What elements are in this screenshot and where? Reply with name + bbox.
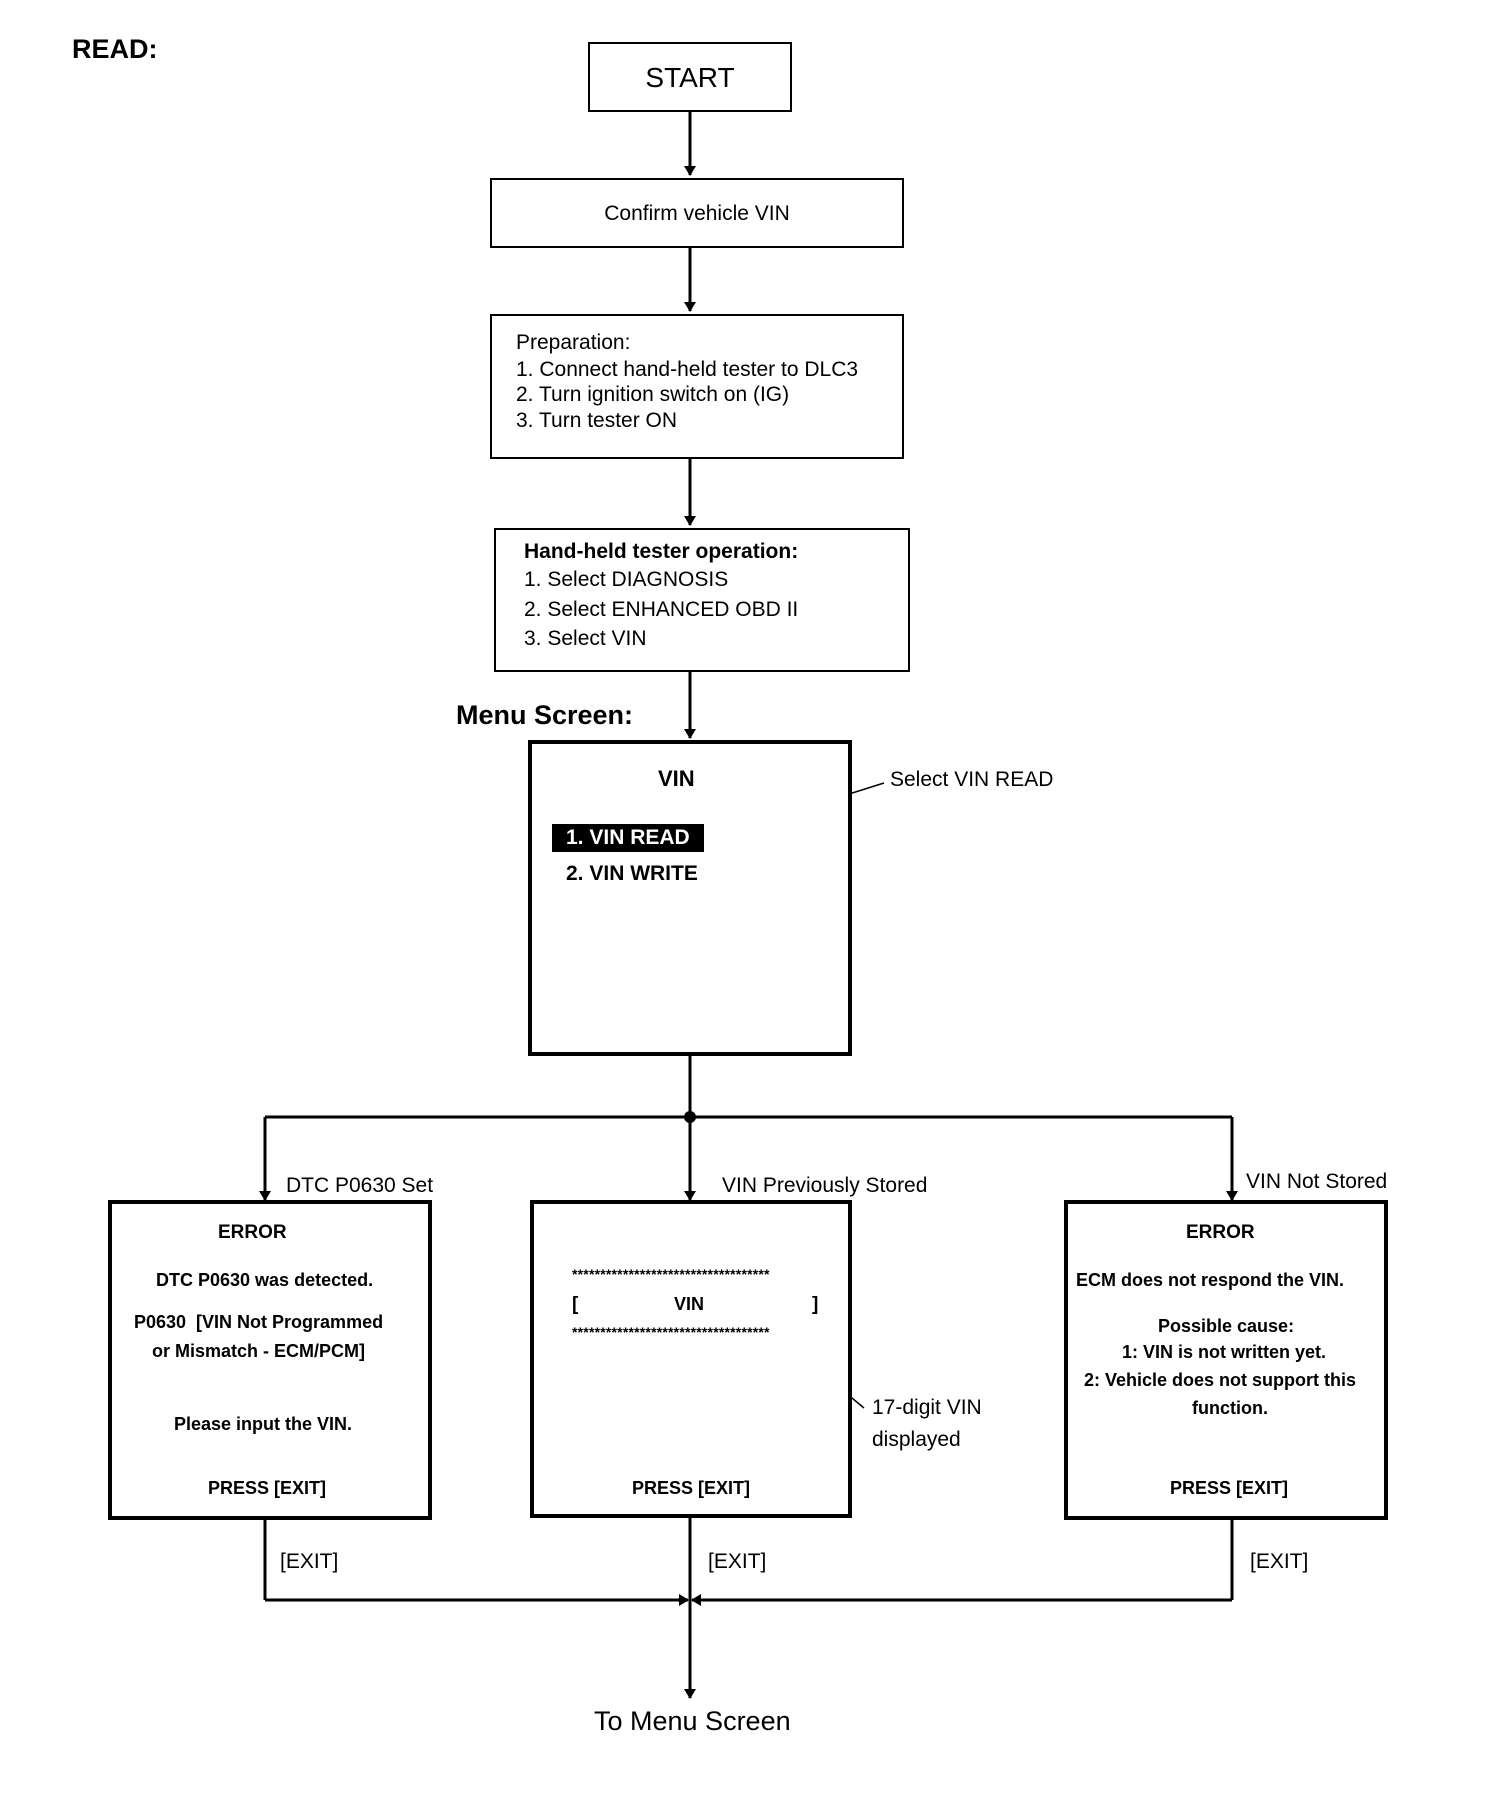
junction-dot — [684, 1111, 696, 1123]
dtc-description-line1: P0630 [VIN Not Programmed — [134, 1312, 384, 1332]
menu-item-vin-write[interactable]: 2. VIN WRITE — [566, 862, 698, 885]
press-exit-text: PRESS [EXIT] — [208, 1478, 327, 1498]
exit-label-right: [EXIT] — [1250, 1550, 1309, 1573]
menu-screen-label: Menu Screen: — [456, 700, 634, 730]
vin-callout-line1: 17-digit VIN — [872, 1396, 982, 1419]
page-heading: READ: — [72, 34, 158, 64]
error-title: ERROR — [218, 1222, 287, 1243]
dtc-error-screen: ERROR DTC P0630 was detected. P0630 [VIN… — [108, 1200, 432, 1520]
tester-operation-step: 3. Select VIN — [524, 627, 647, 650]
exit-label-left: [EXIT] — [280, 1550, 339, 1573]
menu-item-vin-read[interactable]: 1. VIN READ — [552, 824, 704, 852]
vin-bracket-close: ] — [812, 1294, 819, 1315]
vin-stars-bottom: *********************************** — [572, 1324, 770, 1340]
press-exit-text: PRESS [EXIT] — [1170, 1478, 1289, 1498]
preparation-step: 2. Turn ignition switch on (IG) — [516, 383, 790, 406]
exit-label-middle: [EXIT] — [708, 1550, 767, 1573]
tester-operation-title: Hand-held tester operation: — [524, 540, 799, 563]
preparation-step: 1. Connect hand-held tester to DLC3 — [516, 358, 859, 381]
vin-callout-line2: displayed — [872, 1428, 961, 1451]
menu-screen-title: VIN — [658, 766, 695, 791]
preparation-title: Preparation: — [516, 331, 631, 354]
preparation-box: Preparation: 1. Connect hand-held tester… — [490, 314, 904, 459]
press-exit-text: PRESS [EXIT] — [632, 1478, 751, 1498]
select-vin-read-callout: Select VIN READ — [890, 768, 1054, 791]
cause-2-text: 2: Vehicle does not support this — [1084, 1370, 1357, 1390]
branch-label-vin-not-stored: VIN Not Stored — [1246, 1170, 1388, 1193]
menu-screen-box: VIN 1. VIN READ 2. VIN WRITE — [528, 740, 852, 1056]
error-title: ERROR — [1186, 1222, 1255, 1243]
vin-value: VIN — [674, 1294, 705, 1314]
confirm-vin-label: Confirm vehicle VIN — [604, 202, 790, 225]
start-box: START — [588, 42, 792, 112]
preparation-step: 3. Turn tester ON — [516, 409, 678, 432]
cause-1-text: 1: VIN is not written yet. — [1122, 1342, 1327, 1362]
confirm-vin-box: Confirm vehicle VIN — [490, 178, 904, 248]
ecm-no-response-text: ECM does not respond the VIN. — [1076, 1270, 1345, 1290]
branch-label-vin-previously-stored: VIN Previously Stored — [722, 1174, 928, 1197]
start-label: START — [645, 62, 735, 93]
possible-cause-title: Possible cause: — [1158, 1316, 1295, 1336]
ecm-error-screen: ERROR ECM does not respond the VIN. Poss… — [1064, 1200, 1388, 1520]
branch-label-dtc-p0630: DTC P0630 Set — [286, 1174, 434, 1197]
cause-2-continued: function. — [1192, 1398, 1268, 1418]
to-menu-screen-label: To Menu Screen — [594, 1706, 791, 1736]
vin-display-screen: *********************************** [ VI… — [530, 1200, 852, 1518]
dtc-description-line2: or Mismatch - ECM/PCM] — [152, 1341, 366, 1361]
tester-operation-box: Hand-held tester operation: 1. Select DI… — [494, 528, 910, 672]
input-vin-text: Please input the VIN. — [174, 1414, 353, 1434]
tester-operation-step: 2. Select ENHANCED OBD II — [524, 598, 799, 621]
vin-stars-top: *********************************** — [572, 1266, 770, 1282]
dtc-detected-text: DTC P0630 was detected. — [156, 1270, 374, 1290]
tester-operation-step: 1. Select DIAGNOSIS — [524, 568, 729, 591]
vin-bracket-open: [ — [572, 1294, 579, 1315]
